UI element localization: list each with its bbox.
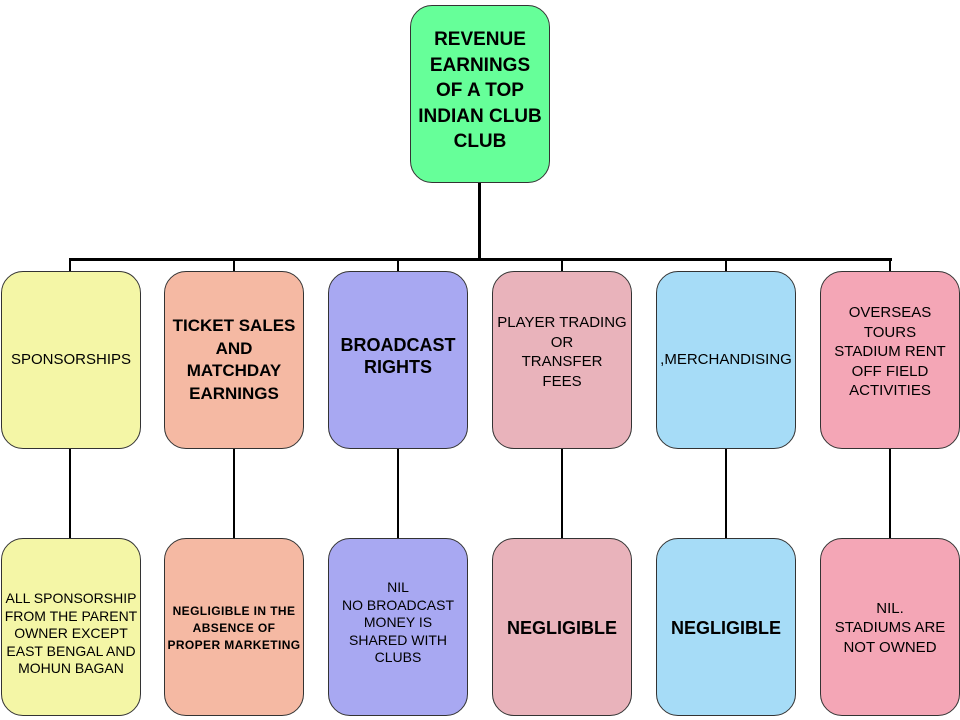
connector-sponsorships [69, 258, 71, 272]
horizontal-connector-bar [69, 258, 892, 261]
detail-overseas-tours: NIL. STADIUMS ARE NOT OWNED [820, 538, 960, 716]
category-sponsorships: SPONSORSHIPS [1, 271, 141, 449]
root-node: REVENUE EARNINGS OF A TOP INDIAN CLUB CL… [410, 5, 550, 183]
connector-player-trading [561, 258, 563, 272]
detail-connector-player-trading [561, 449, 563, 539]
detail-merchandising: NEGLIGIBLE [656, 538, 796, 716]
detail-connector-overseas [889, 449, 891, 539]
detail-connector-merchandising [725, 449, 727, 539]
category-merchandising: ,MERCHANDISING [656, 271, 796, 449]
detail-sponsorships: ALL SPONSORSHIP FROM THE PARENT OWNER EX… [1, 538, 141, 716]
category-label: ,MERCHANDISING [660, 351, 792, 369]
category-label: OVERSEAS TOURS STADIUM RENT OFF FIELD AC… [834, 304, 946, 400]
category-player-trading: PLAYER TRADING OR TRANSFER FEES [492, 271, 632, 449]
category-label: PLAYER TRADING OR TRANSFER FEES [497, 314, 627, 390]
connector-ticket-sales [233, 258, 235, 272]
connector-overseas [889, 258, 891, 272]
detail-label: NEGLIGIBLE IN THE ABSENCE OF PROPER MARK… [167, 603, 301, 652]
detail-label: NIL NO BROADCAST MONEY IS SHARED WITH CL… [341, 579, 454, 666]
detail-player-trading: NEGLIGIBLE [492, 538, 632, 716]
category-label: SPONSORSHIPS [10, 351, 132, 369]
category-label: BROADCAST RIGHTS [340, 334, 456, 378]
detail-label: NEGLIGIBLE [670, 617, 781, 638]
detail-label: NIL. STADIUMS ARE NOT OWNED [834, 599, 946, 656]
detail-label: NEGLIGIBLE [506, 617, 617, 638]
connector-merchandising [725, 258, 727, 272]
category-overseas-tours: OVERSEAS TOURS STADIUM RENT OFF FIELD AC… [820, 271, 960, 449]
detail-connector-ticket-sales [233, 449, 235, 539]
category-label: TICKET SALES AND MATCHDAY EARNINGS [172, 316, 296, 403]
detail-label: ALL SPONSORSHIP FROM THE PARENT OWNER EX… [4, 590, 138, 677]
detail-connector-broadcast [397, 449, 399, 539]
category-ticket-sales: TICKET SALES AND MATCHDAY EARNINGS [164, 271, 304, 449]
root-connector [478, 183, 481, 260]
detail-connector-sponsorships [69, 449, 71, 539]
detail-broadcast-rights: NIL NO BROADCAST MONEY IS SHARED WITH CL… [328, 538, 468, 716]
connector-broadcast [397, 258, 399, 272]
detail-ticket-sales: NEGLIGIBLE IN THE ABSENCE OF PROPER MARK… [164, 538, 304, 716]
root-node-label: REVENUE EARNINGS OF A TOP INDIAN CLUB CL… [418, 29, 542, 153]
category-broadcast-rights: BROADCAST RIGHTS [328, 271, 468, 449]
